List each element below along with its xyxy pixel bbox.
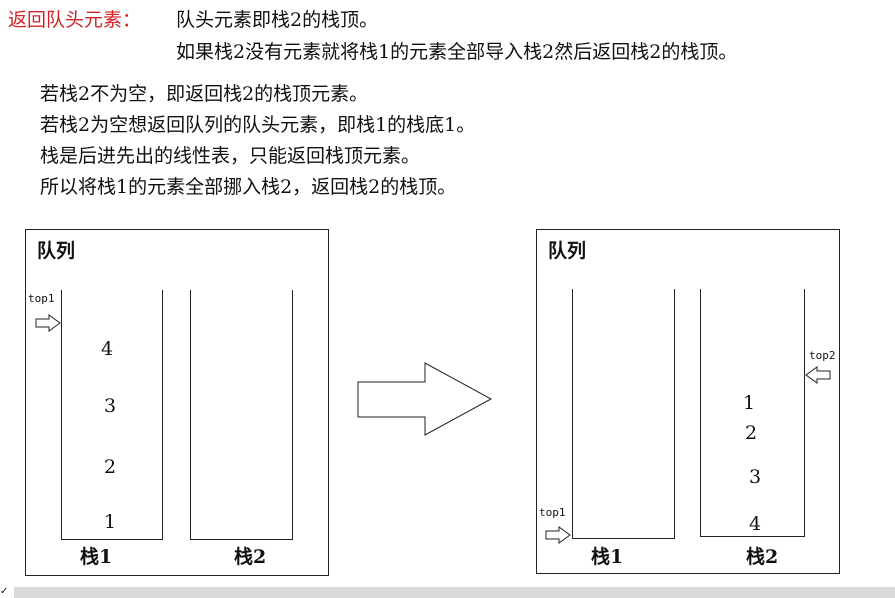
right-stack1-label: 栈1 (591, 546, 624, 568)
right-stack2 (700, 289, 805, 537)
left-stack1-item: 2 (104, 456, 117, 478)
left-top1-label: top1 (28, 292, 55, 305)
right-stack2-item: 4 (749, 513, 762, 535)
right-top2-arrow-icon (805, 366, 831, 384)
scroll-corner-icon: ✓ (0, 586, 9, 597)
left-panel-title: 队列 (37, 240, 76, 262)
left-stack2-label: 栈2 (234, 546, 267, 568)
left-stack1-item: 1 (104, 511, 117, 533)
right-panel-title: 队列 (548, 240, 587, 262)
left-stack1-item: 3 (104, 395, 117, 417)
left-stack2 (190, 290, 293, 540)
transfer-arrow-icon (357, 362, 493, 436)
right-stack2-item: 2 (745, 422, 758, 444)
right-stack2-item: 1 (743, 392, 756, 414)
left-queue-panel: 队列 top1 4 3 2 1 栈1 栈2 (25, 229, 329, 576)
heading-line-2: 如果栈2没有元素就将栈1的元素全部导入栈2然后返回栈2的栈顶。 (176, 41, 738, 63)
right-top1-arrow-icon (545, 526, 571, 544)
right-stack2-label: 栈2 (746, 546, 779, 568)
heading-label: 返回队头元素： (8, 9, 142, 31)
left-stack1-label: 栈1 (80, 546, 113, 568)
right-queue-panel: 队列 1 2 3 4 top2 top1 栈1 栈2 (536, 229, 840, 574)
bullet-3: 栈是后进先出的线性表，只能返回栈顶元素。 (40, 145, 421, 167)
right-top2-label: top2 (809, 349, 836, 362)
bullet-2: 若栈2为空想返回队列的队头元素，即栈1的栈底1。 (40, 114, 476, 136)
left-top1-arrow-icon (35, 314, 61, 332)
left-stack1-item: 4 (101, 338, 114, 360)
horizontal-scrollbar[interactable] (14, 587, 895, 598)
bullet-4: 所以将栈1的元素全部挪入栈2，返回栈2的栈顶。 (40, 176, 457, 198)
heading-line-1: 队头元素即栈2的栈顶。 (176, 9, 379, 31)
bullet-1: 若栈2不为空，即返回栈2的栈顶元素。 (40, 83, 369, 105)
right-top1-label: top1 (539, 506, 566, 519)
right-stack1 (572, 289, 675, 539)
right-stack2-item: 3 (749, 466, 762, 488)
left-stack1 (61, 290, 163, 540)
